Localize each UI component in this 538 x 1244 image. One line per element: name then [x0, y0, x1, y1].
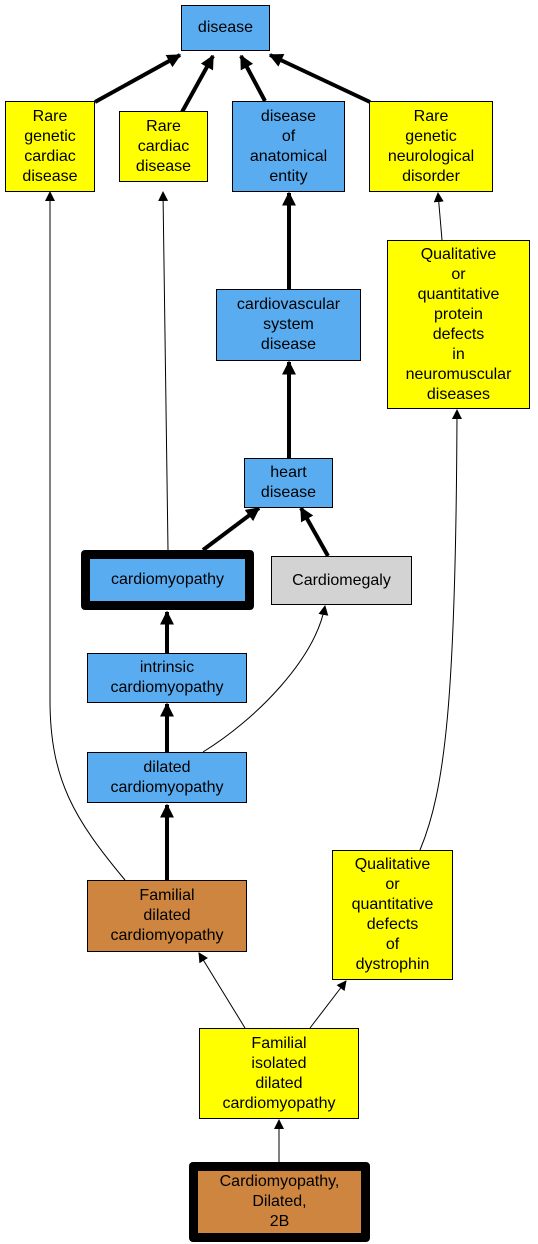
- node-cardiomyopathy-dilated-2b[interactable]: Cardiomyopathy, Dilated, 2B: [189, 1162, 370, 1242]
- edge-rcd-to-disease: [180, 54, 215, 113]
- node-intrinsic-cardiomyopathy[interactable]: intrinsic cardiomyopathy: [87, 653, 247, 703]
- node-qualitative-protein-defects[interactable]: Qualitative or quantitative protein defe…: [387, 240, 530, 409]
- node-qualitative-defects-dystrophin[interactable]: Qualitative or quantitative defects of d…: [332, 850, 453, 980]
- node-rare-genetic-neurological-disorder[interactable]: Rare genetic neurological disorder: [369, 101, 493, 192]
- node-rare-genetic-cardiac-disease[interactable]: Rare genetic cardiac disease: [5, 101, 95, 192]
- edge-cardiomegaly-to-hd: [299, 506, 330, 557]
- edge-rgcd-to-disease: [94, 53, 182, 104]
- node-cardiomyopathy[interactable]: cardiomyopathy: [81, 550, 254, 610]
- edge-fidcm-to-qdd: [309, 980, 347, 1029]
- edge-dcm-to-cardiomegaly: [202, 605, 329, 753]
- node-dilated-cardiomyopathy[interactable]: dilated cardiomyopathy: [87, 752, 247, 803]
- node-rare-cardiac-disease[interactable]: Rare cardiac disease: [119, 111, 208, 182]
- node-familial-isolated-dilated-cardiomyopathy[interactable]: Familial isolated dilated cardiomyopathy: [199, 1028, 359, 1119]
- node-cardiomegaly[interactable]: Cardiomegaly: [271, 556, 412, 605]
- node-heart-disease[interactable]: heart disease: [244, 458, 333, 508]
- node-familial-dilated-cardiomyopathy[interactable]: Familial dilated cardiomyopathy: [87, 880, 247, 952]
- edge-doae-to-disease: [239, 54, 267, 102]
- edge-cm-to-rcd: [158, 191, 169, 551]
- edge-fdcm-to-rgcd: [45, 191, 126, 881]
- edge-qpd-to-rgnd: [433, 192, 444, 241]
- node-cardiovascular-system-disease[interactable]: cardiovascular system disease: [216, 289, 361, 361]
- edge-fidcm-to-fdcm: [198, 952, 246, 1029]
- node-disease[interactable]: disease: [181, 5, 270, 51]
- node-disease-of-anatomical-entity[interactable]: disease of anatomical entity: [232, 101, 345, 192]
- edge-rgnd-to-disease: [268, 53, 371, 104]
- edge-qdd-to-qpd: [419, 409, 462, 851]
- edge-cm-to-hd: [201, 506, 261, 552]
